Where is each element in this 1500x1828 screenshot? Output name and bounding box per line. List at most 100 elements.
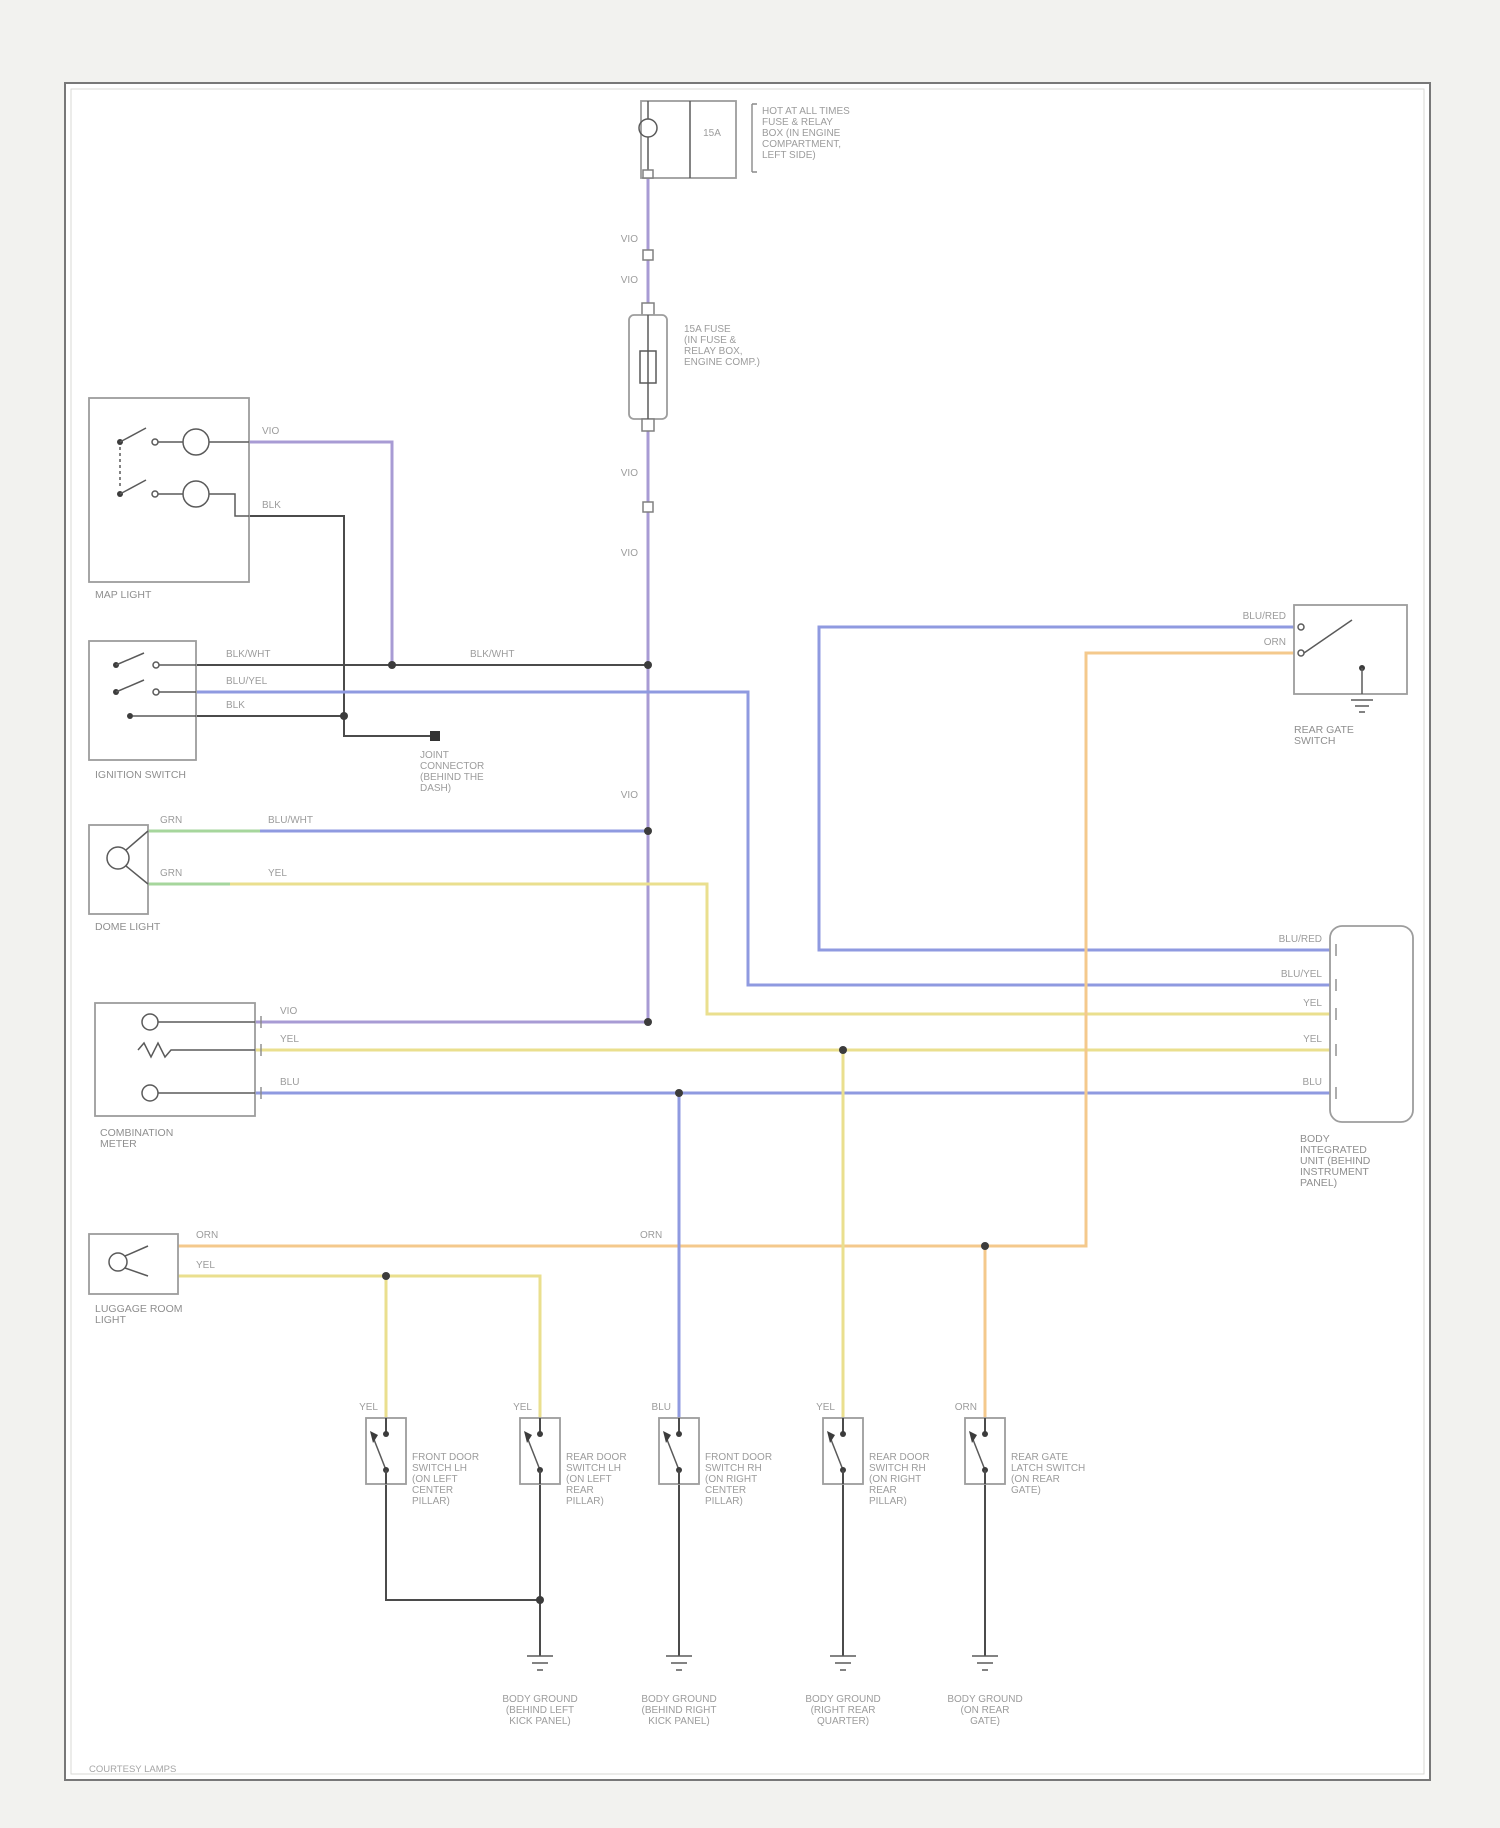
wire-label-vio: VIO xyxy=(621,790,638,801)
rear-gate-ground-symbol xyxy=(1351,699,1373,713)
rear-gate-switch-outline xyxy=(1293,604,1408,695)
diagram-inner-border xyxy=(70,88,1425,1775)
ignition-switch-arm-2 xyxy=(115,679,145,693)
ignition-switch-outline xyxy=(88,640,197,761)
wire-label-yel: YEL xyxy=(268,868,287,879)
wires xyxy=(148,178,1330,1656)
wire-label: YEL xyxy=(359,1402,378,1413)
rear-gate-blured-wire xyxy=(817,625,1330,952)
wire-label-blured: BLU/RED xyxy=(1279,934,1322,945)
wire-label: ORN xyxy=(955,1402,977,1413)
wire-label-blk: BLK xyxy=(226,700,245,711)
wire-label-blkwht: BLK/WHT xyxy=(470,649,514,660)
wire-label-orn: ORN xyxy=(640,1230,662,1241)
wire-label-vio: VIO xyxy=(621,548,638,559)
switch-arrowhead xyxy=(827,1431,835,1443)
wire-label-blkwht: BLK/WHT xyxy=(226,649,270,660)
wire-label-orn: ORN xyxy=(1264,637,1286,648)
switch-arrowhead xyxy=(969,1431,977,1443)
fuse-component: 15A FUSE(IN FUSE &RELAY BOX,ENGINE COMP.… xyxy=(628,302,760,432)
dome-yel-wire xyxy=(230,882,1330,1016)
meter-resistor-symbol xyxy=(137,1041,255,1059)
switch-arm xyxy=(372,1436,387,1471)
joint-connector-terminal xyxy=(430,731,440,741)
ground-wire-s1 xyxy=(385,1484,540,1601)
wire-label-vio: VIO xyxy=(621,468,638,479)
legend-bracket xyxy=(751,103,757,173)
fuse-box-outline xyxy=(640,100,737,179)
dome-light-label: DOME LIGHT xyxy=(95,921,161,933)
luggage-light-outline xyxy=(88,1233,179,1295)
wire-label-yel: YEL xyxy=(196,1260,215,1271)
fuse-label: 15A FUSE(IN FUSE &RELAY BOX,ENGINE COMP.… xyxy=(684,324,760,368)
wire-label-yel: YEL xyxy=(1303,1034,1322,1045)
wire-label-yel: YEL xyxy=(280,1034,299,1045)
yellow-dist-wire xyxy=(178,1274,542,1418)
wire-label-vio: VIO xyxy=(621,234,638,245)
switch-arrowhead xyxy=(370,1431,378,1443)
switch-arm xyxy=(971,1436,986,1471)
switch-arm xyxy=(665,1436,680,1471)
ignition-switch-component: IGNITION SWITCH BLK/WHT BLK/WHT BLU/YEL … xyxy=(88,640,514,781)
switch-arm xyxy=(526,1436,541,1471)
wire-label: YEL xyxy=(513,1402,532,1413)
map-light-outline xyxy=(88,397,250,583)
fuse-top-connector xyxy=(641,302,655,316)
map-light-component: MAP LIGHT VIO BLK xyxy=(88,397,281,601)
map-light-label: MAP LIGHT xyxy=(95,589,152,601)
ignition-switch-label: IGNITION SWITCH xyxy=(95,769,186,781)
wire-label-bluyel: BLU/YEL xyxy=(226,676,268,687)
map-light-switch-arm-2 xyxy=(119,479,147,495)
map-light-switch-arm-1 xyxy=(119,427,147,443)
map-light-blk-wire xyxy=(249,515,430,737)
wire-label-blured: BLU/RED xyxy=(1243,611,1286,622)
map-light-vio-wire xyxy=(249,440,394,665)
switch-arrowhead xyxy=(663,1431,671,1443)
wire-label-bluwht: BLU/WHT xyxy=(268,815,313,826)
switch-arrowhead xyxy=(524,1431,532,1443)
wire-label: YEL xyxy=(816,1402,835,1413)
orange-wire xyxy=(178,651,1294,1248)
fuse-bottom-connector xyxy=(641,418,655,432)
inline-connector-1 xyxy=(642,249,654,261)
diagram-caption: COURTESY LAMPS xyxy=(89,1764,176,1775)
wire-label-blk: BLK xyxy=(262,500,281,511)
wire-label-vio: VIO xyxy=(262,426,279,437)
wire-label-bluyel: BLU/YEL xyxy=(1281,969,1323,980)
combination-meter-outline xyxy=(94,1002,256,1117)
fuse-rating-label: 15A xyxy=(703,128,721,139)
wire-label-blu: BLU xyxy=(280,1077,299,1088)
wire-label-grn: GRN xyxy=(160,815,182,826)
luggage-light-bulb xyxy=(108,1252,128,1272)
body-unit-outline xyxy=(1329,925,1414,1123)
fuse-internal-element xyxy=(639,350,657,384)
switch-arm xyxy=(829,1436,844,1471)
ignition-switch-arm-1 xyxy=(115,652,145,666)
dome-light-bulb xyxy=(106,846,130,870)
wire-label-orn: ORN xyxy=(196,1230,218,1241)
ignition-bluyel-wire xyxy=(196,690,1330,987)
